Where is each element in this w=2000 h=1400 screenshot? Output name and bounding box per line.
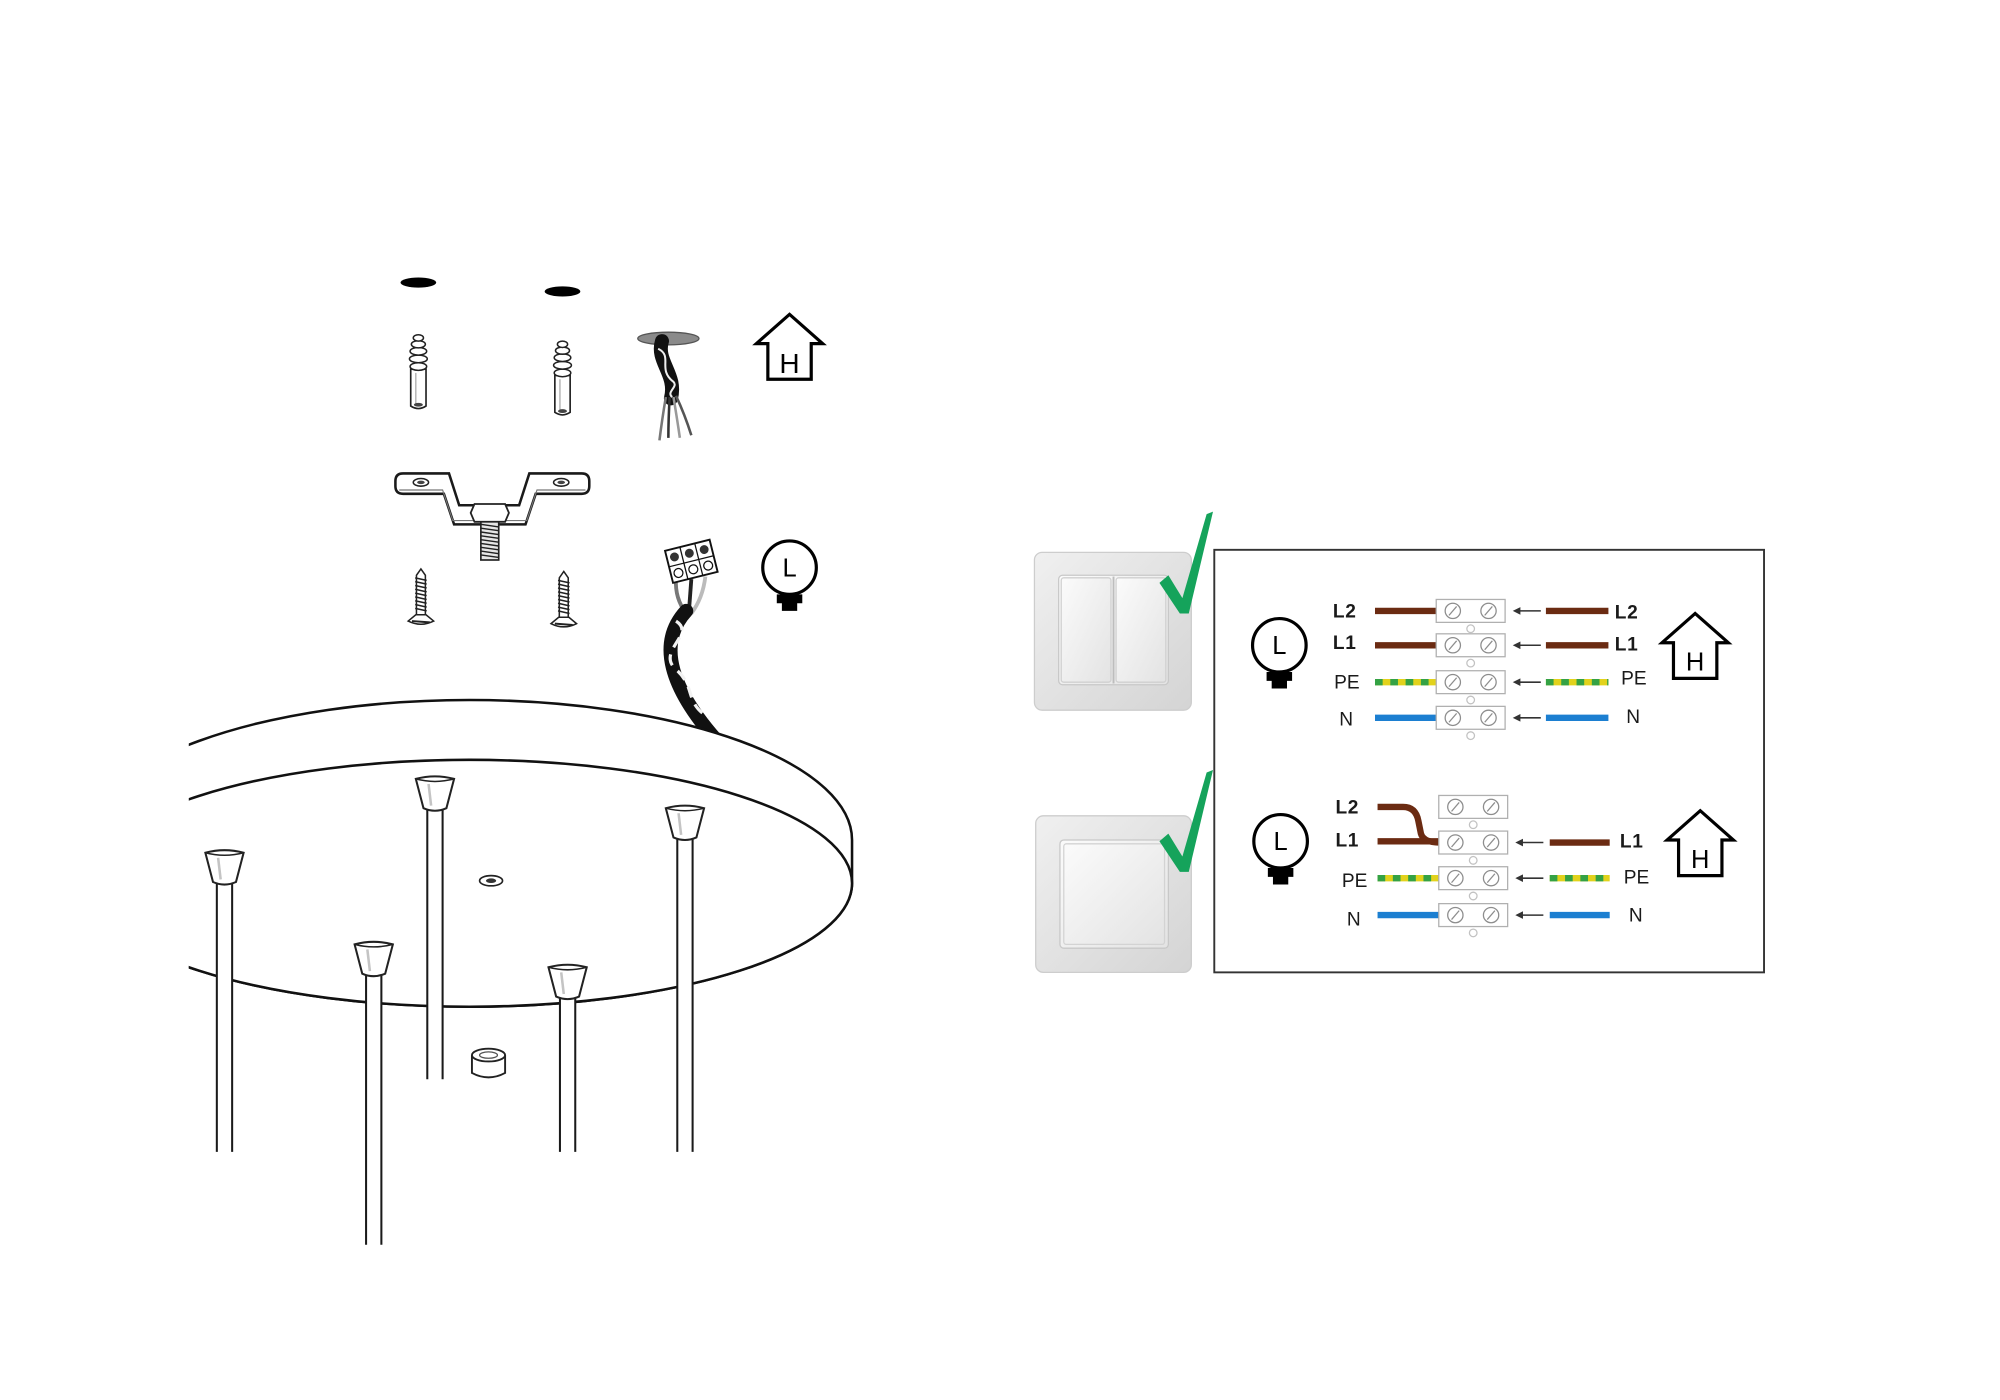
wire-label-pe: PE (1334, 673, 1360, 694)
hanging-rod (414, 775, 456, 1080)
fixing-screw (407, 567, 435, 626)
wire-label-l2: L2 (1615, 603, 1639, 624)
check-icon (1159, 511, 1214, 614)
ceiling-supply-cable (637, 331, 700, 441)
threaded-stud (480, 520, 500, 561)
lamp-cable (663, 576, 724, 748)
mounting-assembly: H L (188, 277, 854, 1245)
drill-hole (544, 286, 581, 297)
single-switch (1035, 815, 1192, 973)
wire-label-l1: L1 (1620, 832, 1644, 853)
house-symbol: H (1665, 809, 1736, 878)
canopy-plate (188, 698, 854, 1008)
mounting-nut (470, 1047, 507, 1079)
double-switch (1033, 551, 1192, 711)
wire-label-l2: L2 (1333, 601, 1357, 622)
wire-label-pe: PE (1342, 871, 1368, 892)
wire-label-pe: PE (1624, 867, 1650, 888)
lamp-symbol: L (761, 539, 818, 613)
wire-label-l2: L2 (1335, 797, 1359, 818)
wire-label-n: N (1347, 909, 1361, 930)
house-symbol: H (754, 312, 825, 381)
bracket-nut (469, 503, 510, 523)
wire-label-n: N (1339, 709, 1353, 730)
house-symbol: H (1660, 611, 1730, 680)
terminal-block (663, 538, 719, 585)
hanging-rod (664, 804, 706, 1152)
canopy-center-hole (478, 874, 504, 887)
lamp-symbol: L (1252, 812, 1309, 887)
mounting-bracket (394, 472, 591, 561)
wall-plug (552, 340, 573, 416)
hanging-rod (547, 963, 589, 1152)
wiring-diagram-single-switch: L L2 L1 PE N L1 PE N H (1252, 794, 1736, 938)
wire-label-l1: L1 (1615, 634, 1639, 655)
switch-rocker (1063, 843, 1166, 945)
check-icon (1159, 770, 1214, 872)
wire-label-l1: L1 (1335, 830, 1359, 851)
wire-label-pe: PE (1621, 669, 1647, 690)
drill-holes (400, 277, 581, 297)
lamp-symbol: L (1250, 616, 1308, 691)
wiring-diagram-double-switch: L L2 L1 PE N L2 L1 PE N H (1250, 598, 1730, 741)
switch-rocker (1060, 577, 1112, 683)
wire-label-n: N (1626, 707, 1640, 728)
hanging-rod (204, 848, 245, 1152)
lamp-symbol-label: L (782, 555, 796, 583)
drill-hole (400, 277, 437, 288)
house-symbol-label: H (779, 348, 799, 379)
wire-label-n: N (1629, 905, 1643, 926)
hanging-rod (353, 940, 395, 1245)
wall-plug (408, 333, 429, 410)
house-symbol-label: H (1686, 649, 1704, 677)
lamp-symbol-label: L (1274, 828, 1288, 856)
fixing-screw (550, 570, 578, 628)
wire-label-l1: L1 (1333, 633, 1357, 654)
house-symbol-label: H (1691, 846, 1709, 874)
switch-rocker (1115, 577, 1167, 683)
lamp-symbol-label: L (1272, 632, 1286, 660)
terminal-strip (1438, 794, 1509, 938)
